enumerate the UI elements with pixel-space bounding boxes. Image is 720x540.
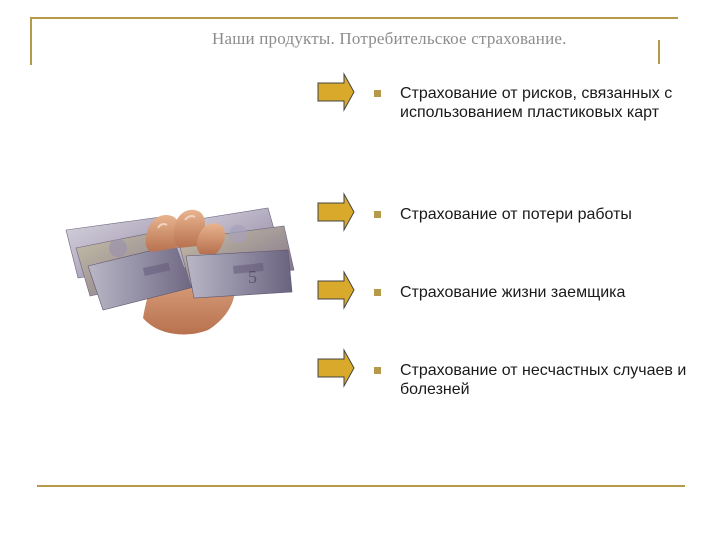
item-text: Страхование от рисков, связанных с испол… [400,85,673,121]
frame-line-right [658,40,660,64]
bullet-icon [374,367,381,374]
hand-with-money-icon: 5 [65,207,295,335]
arrow-right-icon [317,72,355,112]
item-text: Страхование жизни заемщика [400,284,626,301]
bottom-divider [37,485,685,487]
list-item: Страхование от рисков, связанных с испол… [316,72,686,142]
svg-text:5: 5 [248,267,257,287]
list-item: Страхование от несчастных случаев и боле… [316,348,686,408]
list-item: Страхование от потери работы [316,192,686,242]
bullet-icon [374,211,381,218]
arrow-right-icon [317,270,355,310]
frame-line-left [30,17,32,65]
item-text: Страхование от потери работы [400,206,632,223]
frame-line-top [30,17,678,19]
bullet-icon [374,289,381,296]
arrow-right-icon [317,192,355,232]
bullet-icon [374,90,381,97]
arrow-right-icon [317,348,355,388]
item-text: Страхование от несчастных случаев и боле… [400,362,687,398]
slide-title: Наши продукты. Потребительское страхован… [212,29,567,48]
list-item: Страхование жизни заемщика [316,270,686,320]
